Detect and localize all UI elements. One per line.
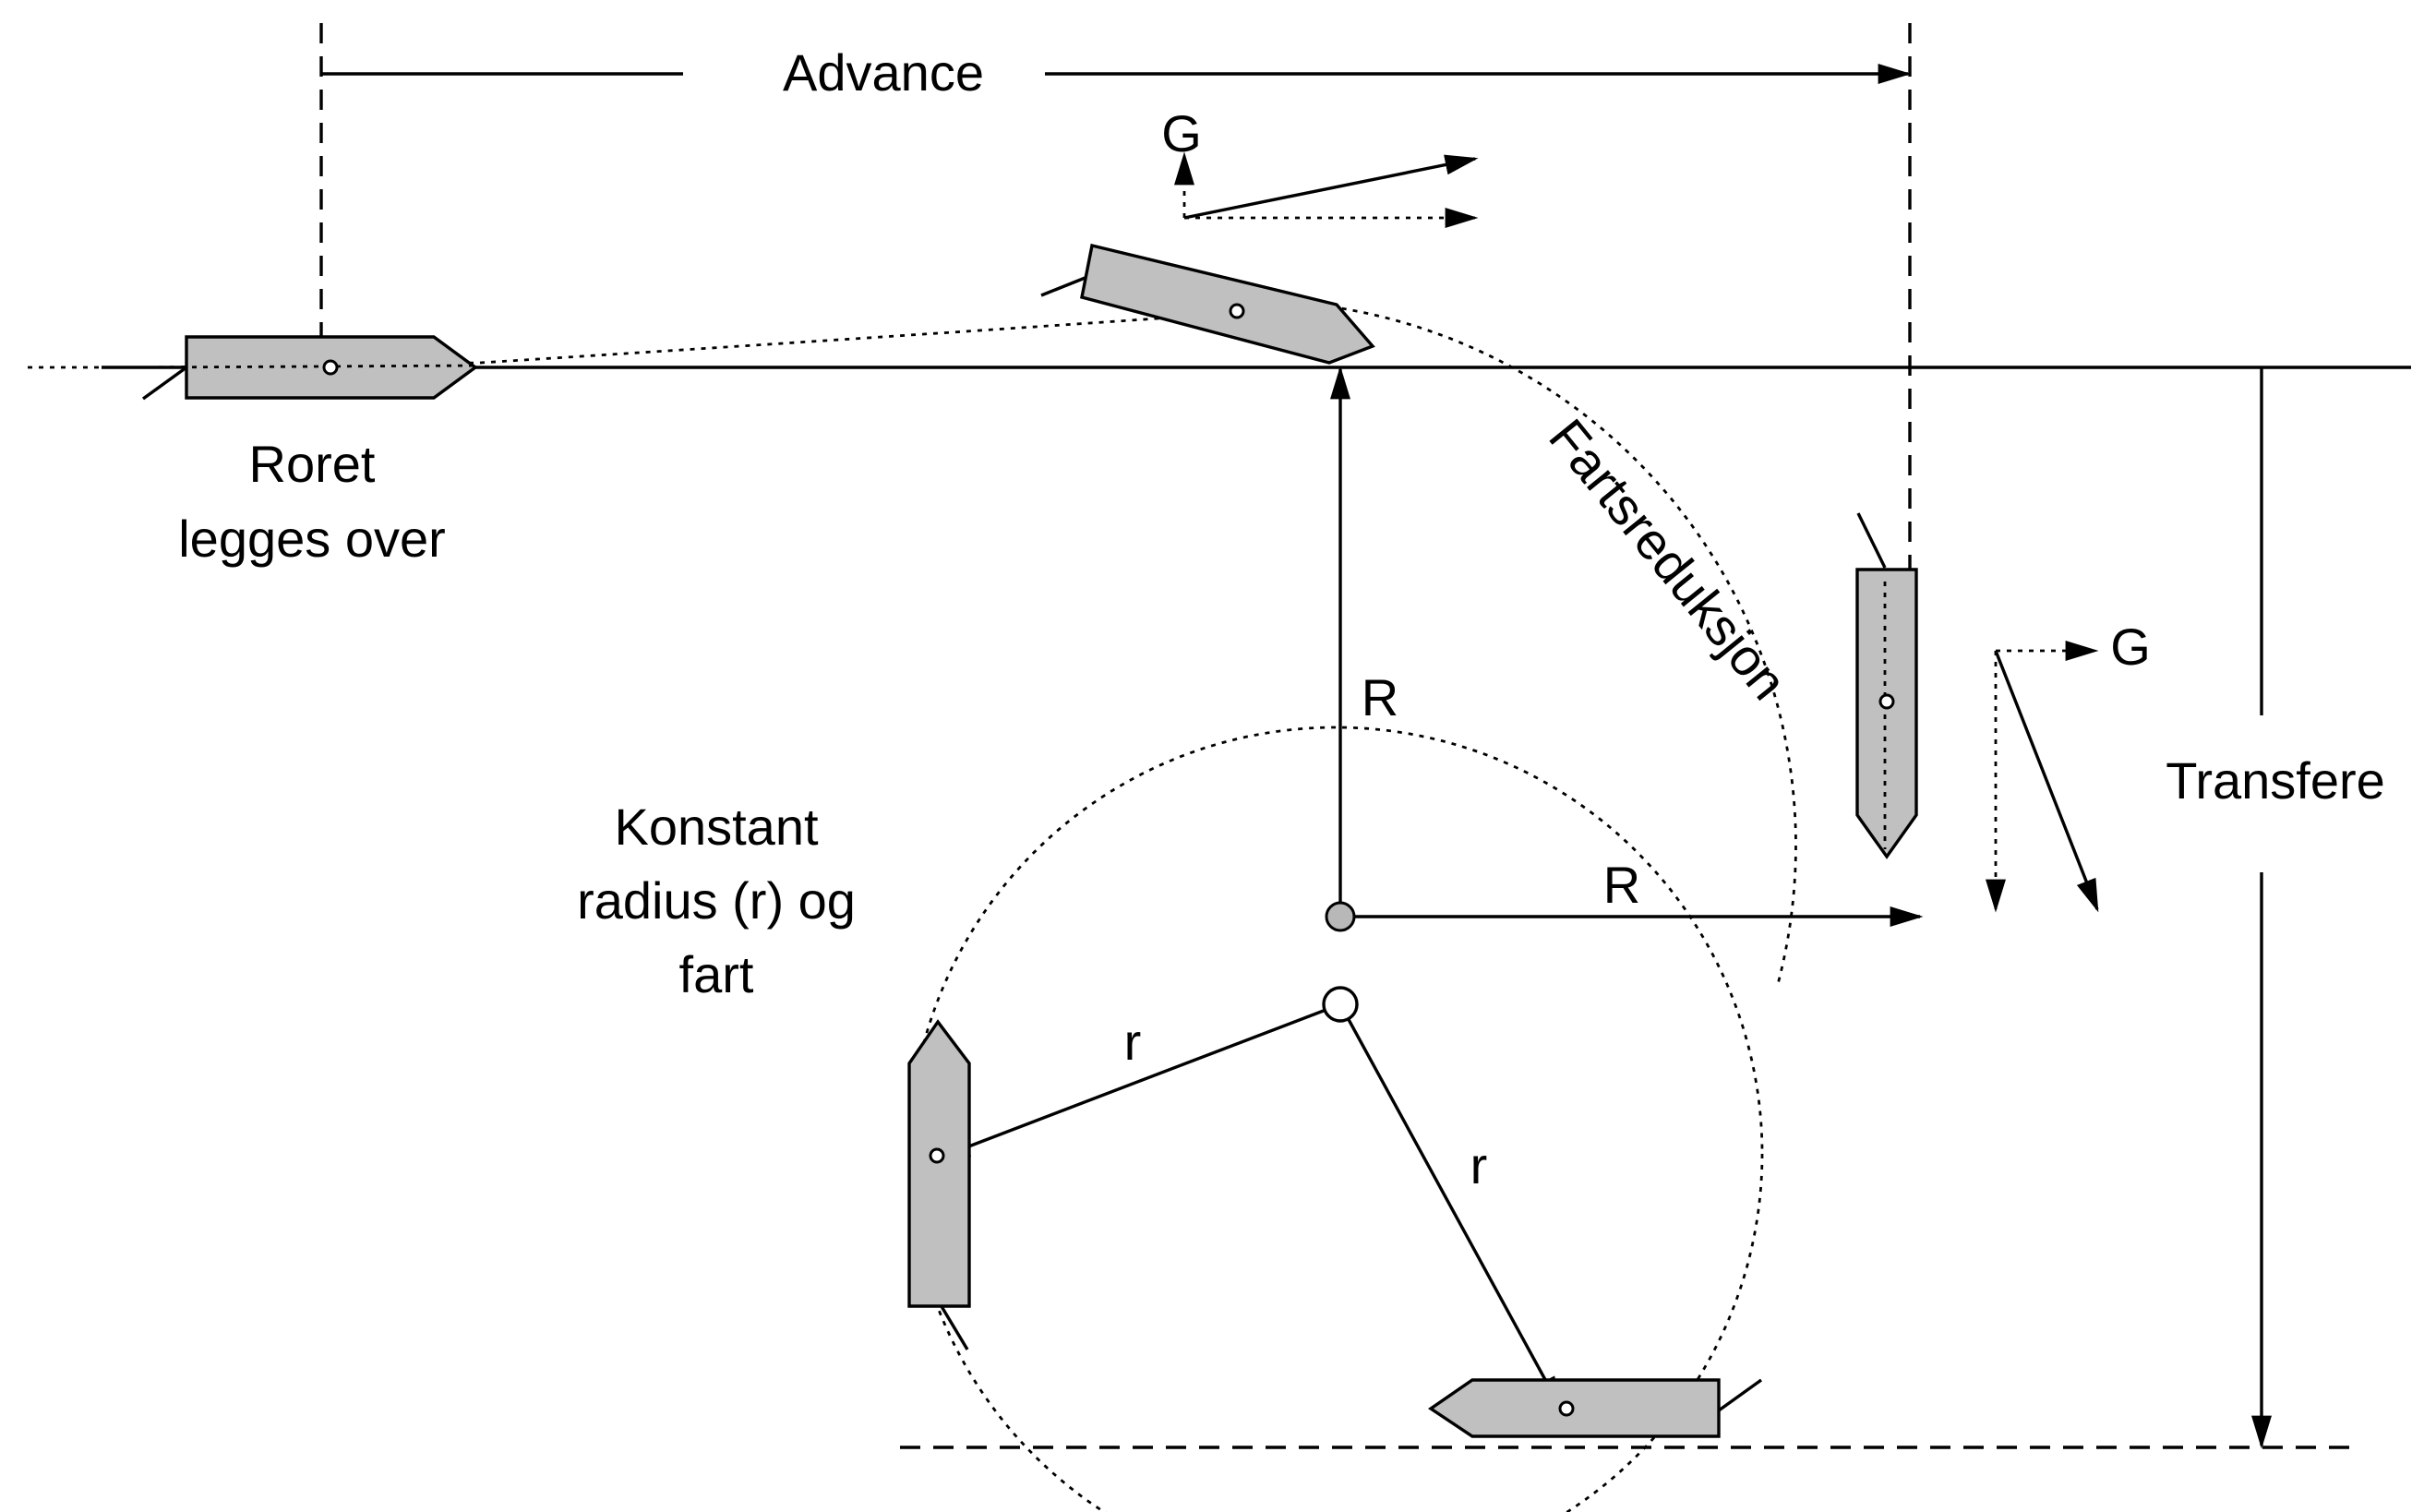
pivot-point — [1558, 1400, 1575, 1417]
small-radius-down-arrow — [1338, 1003, 1562, 1410]
ship-hull — [1427, 1378, 1721, 1438]
ship-hull — [907, 1019, 971, 1308]
konstant-label-line3: fart — [679, 945, 754, 1003]
rudder — [1040, 273, 1093, 297]
ship-steady-turn-bottom — [1427, 1378, 1762, 1438]
roret-label-line2: legges over — [178, 510, 446, 568]
rudder — [142, 366, 187, 401]
big-radius-horizontal-label: R — [1603, 856, 1640, 914]
centerline-dots — [147, 364, 481, 369]
g-vectors-right — [1986, 641, 2099, 913]
konstant-label-line1: Konstant — [614, 798, 818, 856]
transfere-label: Transfere — [2166, 751, 2385, 810]
pivot-point — [1878, 693, 1895, 710]
small-radius-center — [1322, 986, 1359, 1023]
ship-hull — [1855, 568, 1918, 859]
ship-drifting — [1040, 243, 1375, 365]
roret-label-line1: Roret — [249, 435, 376, 493]
velocity-arrow — [1994, 650, 2099, 913]
ship-track — [147, 305, 1797, 989]
steady-turning-circle — [907, 726, 1764, 1512]
rudder — [938, 1302, 969, 1350]
rudder — [1718, 1378, 1762, 1412]
pivot-point — [1229, 303, 1245, 319]
ship-speed-reduction — [1855, 512, 1918, 859]
ship-hull — [1080, 243, 1375, 365]
big-radius-vertical-label: R — [1362, 668, 1398, 726]
big-radius-center — [1325, 901, 1356, 932]
small-radius-left-label: r — [1124, 1013, 1142, 1071]
velocity-arrow — [1183, 154, 1479, 220]
small-radius-down-label: r — [1470, 1136, 1488, 1194]
ship-steady-turn-left — [907, 1019, 971, 1350]
g-label-right: G — [2110, 618, 2151, 676]
rudder — [1856, 512, 1887, 569]
fartsreduksjon-label: Fartsreduksjon — [1538, 408, 1798, 710]
g-vectors-top — [1174, 151, 1479, 228]
pivot-point — [322, 359, 339, 376]
pivot-point — [929, 1147, 945, 1164]
konstant-label-line2: radius (r) og — [577, 871, 856, 930]
ship-rudder-over — [142, 335, 481, 401]
small-radius-left-arrow — [936, 1002, 1341, 1159]
advance-label: Advance — [783, 43, 984, 102]
g-label-top: G — [1161, 104, 1202, 162]
